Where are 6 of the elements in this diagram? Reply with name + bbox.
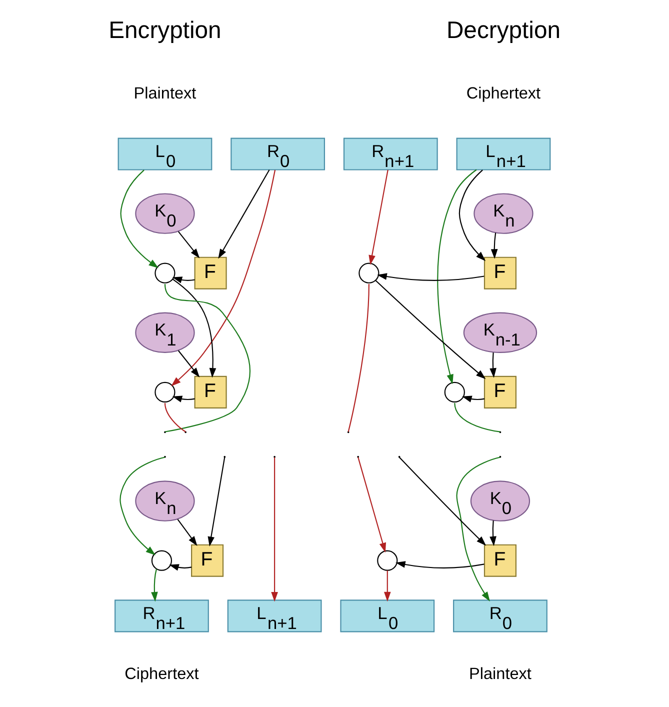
label: Plaintext bbox=[134, 84, 196, 103]
label: Ciphertext bbox=[124, 664, 199, 683]
label: Decryption bbox=[446, 17, 560, 44]
label: Encryption bbox=[108, 17, 222, 44]
label: Ciphertext bbox=[466, 84, 541, 103]
label: Plaintext bbox=[469, 664, 532, 683]
